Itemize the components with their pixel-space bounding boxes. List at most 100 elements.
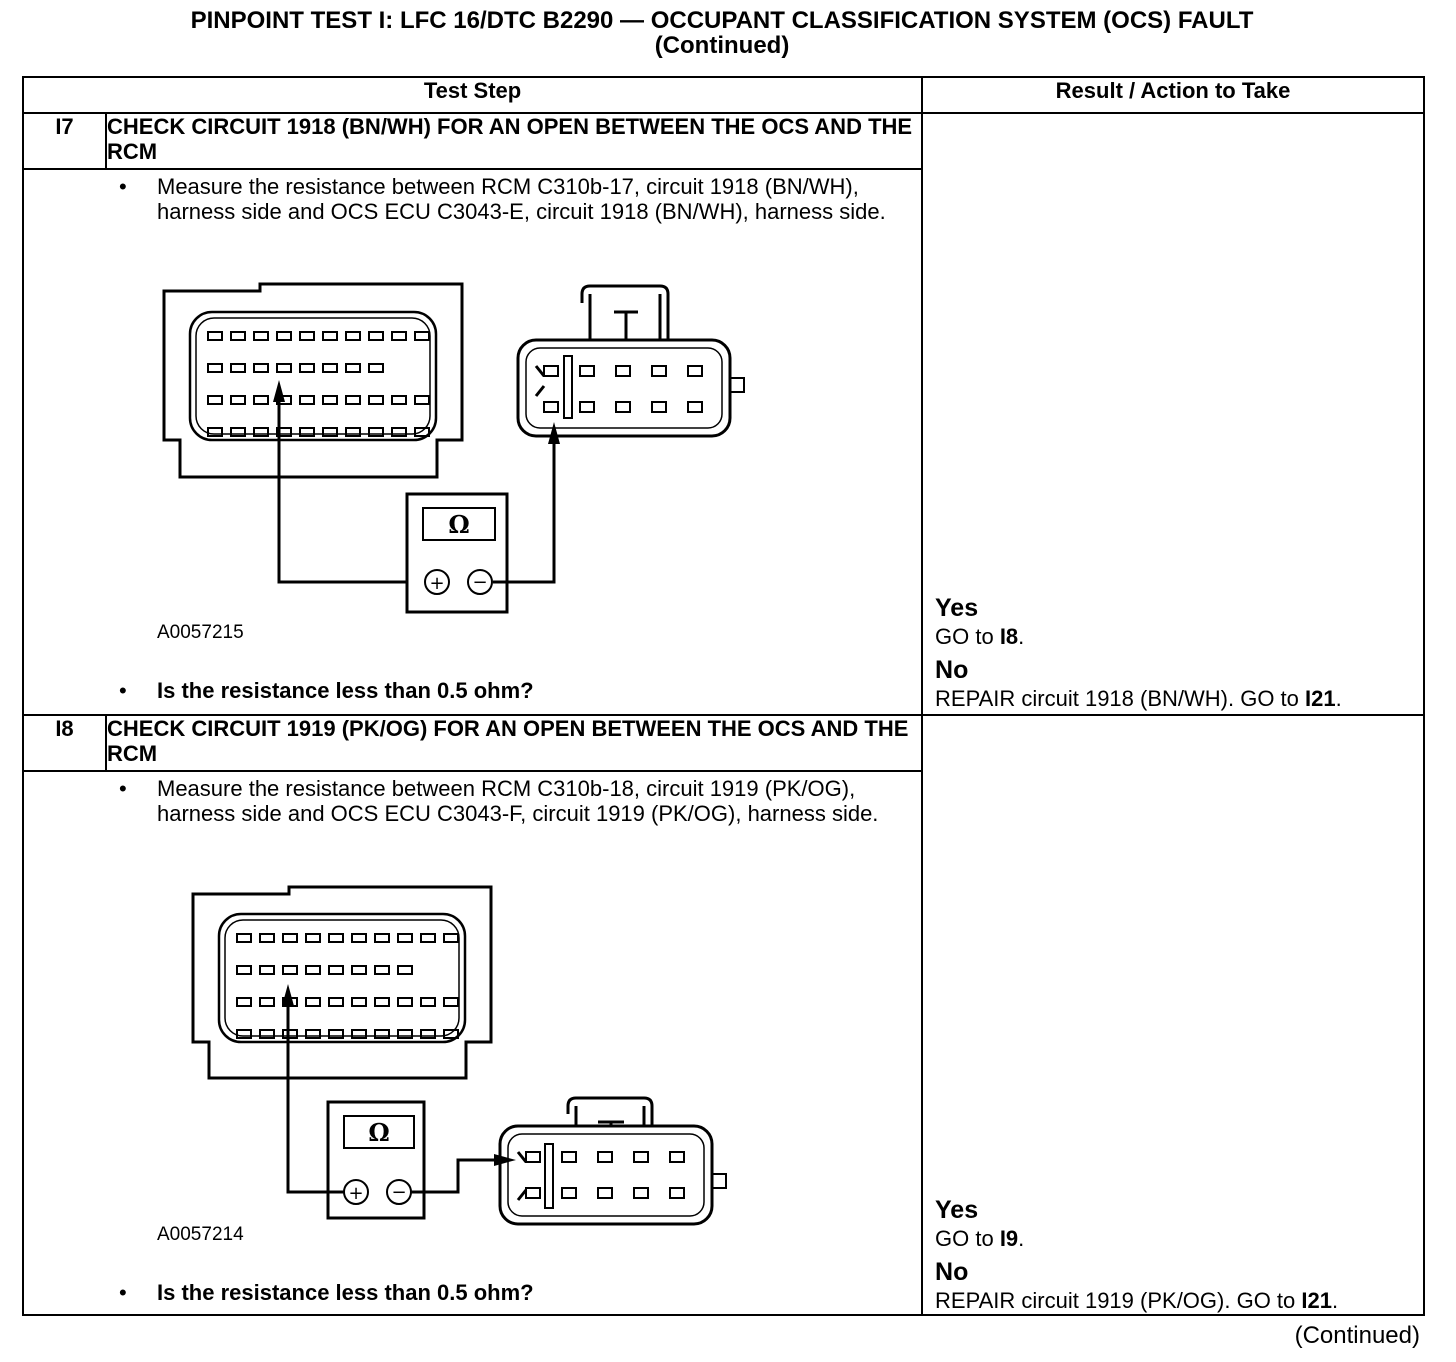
connector-pin: [368, 395, 384, 405]
svg-text:−: −: [472, 572, 487, 593]
connector-pin: [305, 997, 321, 1007]
connector-pin: [322, 427, 338, 437]
result-yes-action: GO to I9.: [935, 1226, 1025, 1251]
connector-pin: [299, 395, 315, 405]
figure-id: A0057215: [157, 622, 244, 643]
connector-pin: [374, 933, 390, 943]
result-cell: Yes GO to I8. No REPAIR circuit 1918 (BN…: [921, 112, 1426, 716]
connector-pin: [282, 965, 298, 975]
result-no-label: No: [935, 1258, 969, 1286]
bullet: •: [119, 776, 127, 801]
connector-pin: [305, 933, 321, 943]
step-body: • Measure the resistance between RCM C31…: [21, 770, 924, 1316]
step-question: Is the resistance less than 0.5 ohm?: [157, 678, 534, 703]
connector-pin: [322, 395, 338, 405]
connector-pin: [669, 1187, 685, 1199]
bullet: •: [119, 1280, 127, 1305]
step-name: CHECK CIRCUIT 1919 (PK/OG) FOR AN OPEN B…: [104, 714, 924, 772]
connector-pin: [305, 965, 321, 975]
step-question: Is the resistance less than 0.5 ohm?: [157, 1280, 534, 1305]
svg-text:−: −: [391, 1182, 406, 1203]
connector-pin: [443, 997, 459, 1007]
step-body: • Measure the resistance between RCM C31…: [21, 168, 924, 716]
connector-pin: [420, 933, 436, 943]
connector-pin: [420, 997, 436, 1007]
connector-pin: [276, 363, 292, 373]
connector-pin: [687, 365, 703, 377]
connector-pin: [345, 331, 361, 341]
connector-pin: [597, 1151, 613, 1163]
connector-pin: [597, 1187, 613, 1199]
connector-pin: [374, 1029, 390, 1039]
result-cell: Yes GO to I9. No REPAIR circuit 1919 (PK…: [921, 714, 1426, 1316]
result-yes-label: Yes: [935, 1196, 979, 1224]
connector-pin: [633, 1187, 649, 1199]
connector-pin: [351, 965, 367, 975]
step-instruction: Measure the resistance between RCM C310b…: [157, 174, 886, 224]
bullet: •: [119, 174, 127, 199]
connector-pin: [299, 427, 315, 437]
connector-pin: [397, 965, 413, 975]
result-no-action: REPAIR circuit 1919 (PK/OG). GO to I21.: [935, 1288, 1339, 1313]
connector-pin: [351, 997, 367, 1007]
connector-pin: [368, 363, 384, 373]
connector-pin: [615, 365, 631, 377]
ocs-connector: [580, 284, 670, 340]
ohm-symbol: Ω: [368, 1118, 389, 1147]
connector-pin: [374, 997, 390, 1007]
connector-pin: [615, 401, 631, 413]
connector-pin: [328, 965, 344, 975]
connector-pin: [299, 331, 315, 341]
connector-pin: [633, 1151, 649, 1163]
bullet: •: [119, 678, 127, 703]
step-id: I7: [22, 112, 107, 170]
title-line-1: PINPOINT TEST I: LFC 16/DTC B2290 — OCCU…: [190, 7, 1254, 34]
connector-pin: [525, 1151, 541, 1163]
connector-pin: [322, 363, 338, 373]
pinpoint-test-table: Test Step Result / Action to Take I7 CHE…: [21, 76, 1426, 1316]
connector-pin: [259, 965, 275, 975]
figure-id: A0057214: [157, 1224, 244, 1245]
result-yes-label: Yes: [935, 594, 979, 622]
connector-pin: [259, 997, 275, 1007]
test-leads: [286, 997, 494, 1194]
wiring-diagram: Ω + −: [191, 885, 727, 1226]
step-name: CHECK CIRCUIT 1918 (BN/WH) FOR AN OPEN B…: [104, 112, 924, 170]
connector-pin: [305, 1029, 321, 1039]
connector-pin: [391, 427, 407, 437]
connector-pin: [276, 331, 292, 341]
result-no-label: No: [935, 656, 969, 684]
connector-pin: [282, 1029, 298, 1039]
connector-pin: [579, 401, 595, 413]
connector-pin: [525, 1187, 541, 1199]
connector-pin: [443, 1029, 459, 1039]
connector-pin: [579, 365, 595, 377]
connector-pin: [328, 1029, 344, 1039]
page-title: PINPOINT TEST I: LFC 16/DTC B2290 — OCCU…: [0, 8, 1444, 58]
connector-pin: [669, 1151, 685, 1163]
connector-pin: [345, 363, 361, 373]
connector-pin: [236, 933, 252, 943]
connector-pin: [230, 427, 246, 437]
result-no-action: REPAIR circuit 1918 (BN/WH). GO to I21.: [935, 686, 1342, 711]
connector-pin: [414, 395, 430, 405]
connector-pin: [561, 1187, 577, 1199]
connector-pin: [391, 331, 407, 341]
connector-pin: [259, 933, 275, 943]
header-test-step: Test Step: [21, 76, 924, 114]
rcm-connector: [191, 885, 493, 1080]
step-id: I8: [22, 714, 107, 772]
connector-pin: [397, 1029, 413, 1039]
connector-pin: [345, 427, 361, 437]
header-result: Result / Action to Take: [921, 76, 1426, 114]
connector-pin: [230, 363, 246, 373]
connector-pin: [561, 1151, 577, 1163]
connector-pin: [253, 395, 269, 405]
connector-pin: [687, 401, 703, 413]
connector-pin: [236, 997, 252, 1007]
continued-note: (Continued): [1294, 1322, 1420, 1349]
connector-pin: [651, 365, 667, 377]
connector-pin: [351, 933, 367, 943]
connector-pin: [253, 363, 269, 373]
connector-pin: [391, 395, 407, 405]
